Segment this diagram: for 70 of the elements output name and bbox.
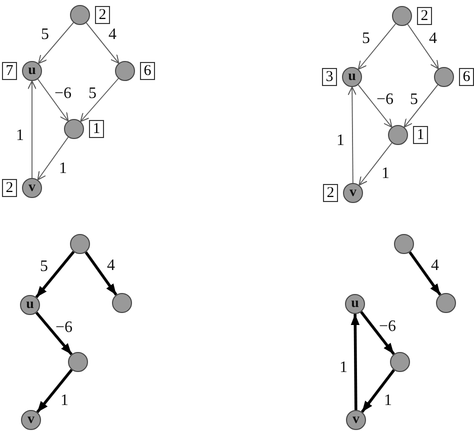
graph-vertex [436, 293, 456, 313]
graph-vertex [388, 125, 408, 145]
distance-label: 1 [413, 126, 428, 144]
arrow [407, 24, 439, 70]
edge-label: −6 [376, 92, 394, 108]
edge-label: 5 [410, 92, 418, 108]
arrow [358, 23, 396, 70]
arrow [86, 22, 120, 64]
distance-label: 1 [89, 120, 104, 138]
arrow [358, 84, 392, 128]
arrow [408, 251, 442, 296]
edge-label: 1 [59, 160, 67, 176]
arrow [38, 22, 74, 64]
graph-vertex [115, 61, 135, 81]
edge-label: 5 [362, 30, 370, 46]
graph-vertex: u [22, 61, 42, 81]
edge-label: 5 [41, 27, 49, 43]
graph-vertex [394, 234, 414, 254]
arrow [36, 368, 73, 414]
arrow [348, 86, 357, 184]
graph-vertex [392, 6, 412, 26]
graph-vertex: v [21, 410, 41, 430]
arrow [37, 136, 69, 180]
graph-vertex [112, 293, 132, 313]
distance-label: 6 [140, 62, 155, 80]
edge-label: 4 [107, 258, 115, 274]
distance-label: 7 [2, 62, 17, 80]
arrow [360, 369, 396, 413]
graph-vertex [434, 67, 454, 87]
edge-label: 4 [429, 30, 437, 46]
edge-label: 4 [108, 27, 116, 43]
graph-vertex [70, 234, 90, 254]
arrow [37, 78, 69, 122]
arrow [28, 80, 36, 178]
graph-vertex [70, 5, 90, 25]
edge-label: 1 [16, 128, 24, 144]
graph-vertex [64, 119, 84, 139]
edge-label: 5 [88, 86, 96, 102]
arrow [360, 311, 395, 355]
arrow [80, 78, 119, 122]
distance-label: 3 [322, 68, 337, 86]
graph-vertex: v [343, 183, 363, 203]
arrow [350, 314, 360, 410]
graph-vertex [68, 352, 88, 372]
edge-label: 5 [40, 258, 48, 274]
graph-vertex: v [22, 178, 42, 198]
edge-label: −6 [55, 320, 73, 336]
edge-label: 1 [382, 166, 390, 182]
graph-vertex: u [342, 67, 362, 87]
graph-vertex: v [346, 410, 366, 430]
graph-vertex: u [20, 295, 40, 315]
edge-label: 1 [336, 133, 344, 149]
distance-label: 6 [459, 68, 474, 86]
distance-label: 2 [323, 184, 338, 202]
edge-label: −6 [54, 86, 72, 102]
arrow [35, 250, 75, 298]
graph-vertex [390, 352, 410, 372]
graph-vertex: u [345, 294, 365, 314]
arrow [358, 142, 392, 186]
distance-label: 2 [2, 179, 17, 197]
arrow [404, 84, 438, 128]
edge-label: 4 [431, 258, 439, 274]
edge-label: −6 [378, 319, 396, 335]
arrow [35, 312, 73, 356]
arrow [84, 251, 118, 296]
distance-label: 2 [417, 7, 432, 25]
edge-label: 1 [340, 360, 348, 376]
distance-label: 2 [95, 6, 110, 24]
edge-label: 1 [60, 393, 68, 409]
edge-label: 1 [384, 393, 392, 409]
